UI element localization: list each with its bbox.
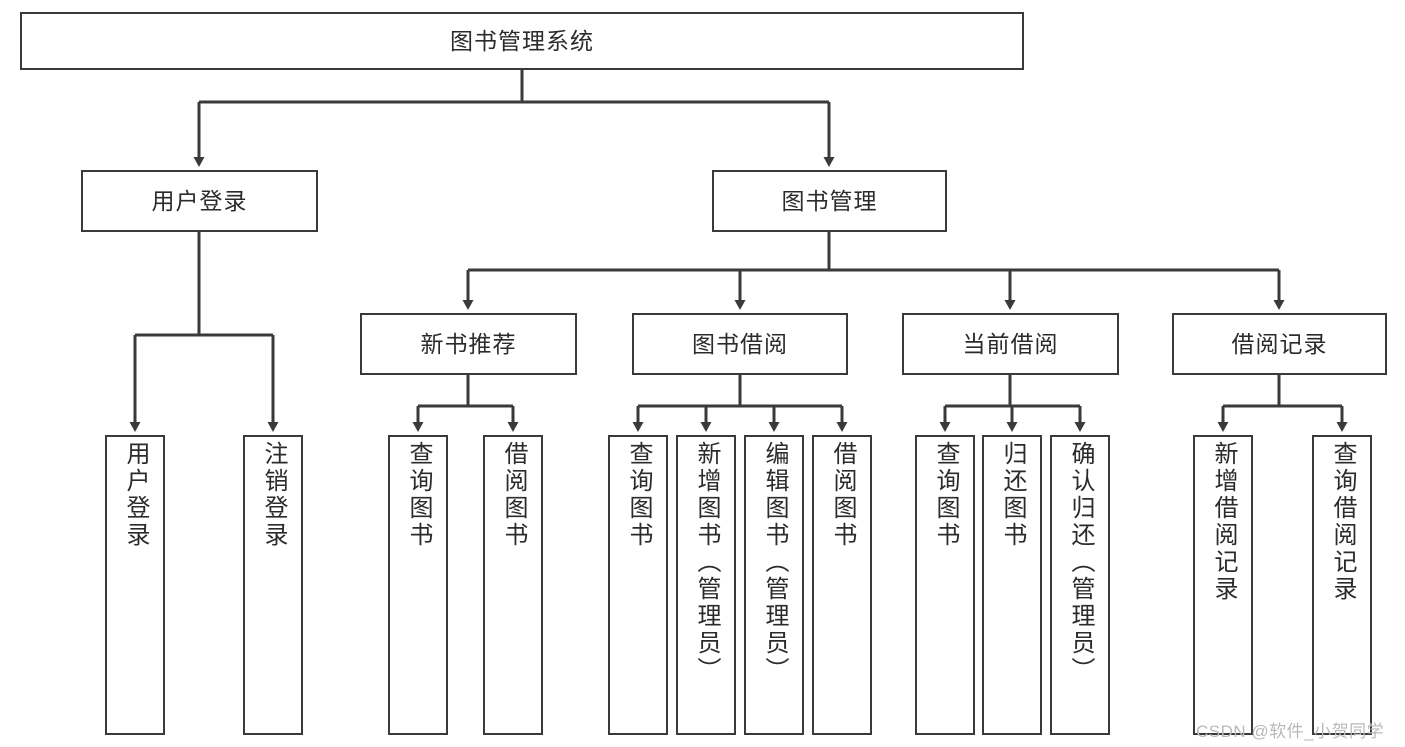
node-label: 图书管理系统 [450,27,594,54]
node-label: 新书推荐 [420,330,517,357]
node-label: 查询借阅记录 [1329,441,1356,603]
node-label: 编辑图书（管理员） [761,441,788,684]
node-label: 用户登录 [122,441,149,549]
leaf-confirm-return-admin[interactable]: 确认归还（管理员） [1050,435,1110,735]
node-label: 查询图书 [932,441,959,549]
node-label: 查询图书 [405,441,432,549]
leaf-add-book-admin[interactable]: 新增图书（管理员） [676,435,736,735]
node-label: 用户登录 [151,187,248,214]
leaf-borrow-book-recommend[interactable]: 借阅图书 [483,435,543,735]
node-label: 新增图书（管理员） [693,441,720,684]
leaf-borrow-book[interactable]: 借阅图书 [812,435,872,735]
node-label: 确认归还（管理员） [1067,441,1094,684]
node-label: 新增借阅记录 [1210,441,1237,603]
node-label: 当前借阅 [962,330,1059,357]
leaf-query-book-recommend[interactable]: 查询图书 [388,435,448,735]
node-label: 借阅图书 [829,441,856,549]
leaf-edit-book-admin[interactable]: 编辑图书（管理员） [744,435,804,735]
node-borrow-record[interactable]: 借阅记录 [1172,313,1387,375]
leaf-add-borrow-record[interactable]: 新增借阅记录 [1193,435,1253,735]
leaf-return-book[interactable]: 归还图书 [982,435,1042,735]
leaf-user-login[interactable]: 用户登录 [105,435,165,735]
node-new-book-recommend[interactable]: 新书推荐 [360,313,577,375]
leaf-logout-login[interactable]: 注销登录 [243,435,303,735]
node-label: 归还图书 [999,441,1026,549]
node-label: 查询图书 [625,441,652,549]
leaf-query-book-borrow[interactable]: 查询图书 [608,435,668,735]
node-user-login[interactable]: 用户登录 [81,170,318,232]
node-root-book-management-system[interactable]: 图书管理系统 [20,12,1024,70]
leaf-query-borrow-record[interactable]: 查询借阅记录 [1312,435,1372,735]
node-current-borrow[interactable]: 当前借阅 [902,313,1119,375]
watermark-text: CSDN @软件_小贺同学 [1196,722,1385,741]
node-label: 借阅记录 [1231,330,1328,357]
node-book-borrow[interactable]: 图书借阅 [632,313,848,375]
node-label: 借阅图书 [500,441,527,549]
leaf-query-book-current[interactable]: 查询图书 [915,435,975,735]
node-label: 注销登录 [260,441,287,549]
node-label: 图书管理 [781,187,878,214]
node-book-management[interactable]: 图书管理 [712,170,947,232]
node-label: 图书借阅 [692,330,788,357]
